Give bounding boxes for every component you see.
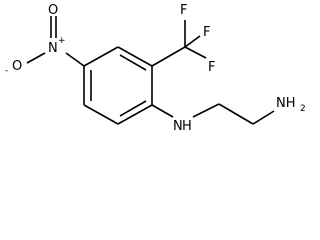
bond-ring-to-nitro-n — [65, 52, 85, 67]
f-right-upper-label: F — [203, 25, 210, 40]
bond-cf3-to-f-right-upper — [184, 35, 201, 48]
chemical-structure-diagram: N + O O - F F F N H NH 2 — [5, 3, 306, 134]
bond-ch2-b-to-nh2 — [252, 110, 275, 125]
bond-ring-to-nh — [151, 104, 174, 118]
bond-ring-to-cf3-carbon — [151, 46, 186, 67]
nitro-n-charge: + — [58, 36, 66, 46]
nitro-n-label: N — [48, 41, 58, 56]
ethylenediamine-chain: N H NH 2 — [151, 96, 306, 134]
nitro-o-single-charge: - — [5, 66, 8, 76]
nitro-o-single-label: O — [12, 59, 22, 74]
amine-nh2-label: NH — [276, 96, 296, 111]
amine-nh-n-label: N — [173, 119, 183, 134]
benzene-ring — [83, 46, 153, 125]
f-right-lower-label: F — [208, 60, 215, 75]
amine-nh2-subscript: 2 — [300, 104, 306, 114]
ring-bond-top-left — [83, 46, 119, 67]
ring-bond-bottom-right-inner — [119, 100, 147, 117]
trifluoromethyl-group: F F F — [151, 3, 215, 75]
bond-ch2-a-to-ch2-b — [218, 103, 254, 125]
bond-nh-to-ch2-a — [192, 103, 220, 118]
ring-bond-top-right-inner — [119, 54, 147, 71]
ring-bond-top-right — [117, 46, 153, 67]
nitro-o-double-label: O — [48, 3, 58, 18]
bond-cf3-to-f-right-lower — [184, 46, 207, 59]
ring-bond-bottom-left — [83, 104, 119, 125]
amine-nh-h-label: H — [182, 119, 192, 134]
nitro-group: N + O O - — [5, 3, 85, 76]
f-top-label: F — [180, 3, 187, 18]
bond-nitro-n-to-o-single — [26, 52, 46, 64]
ring-bond-bottom-right — [117, 104, 153, 125]
